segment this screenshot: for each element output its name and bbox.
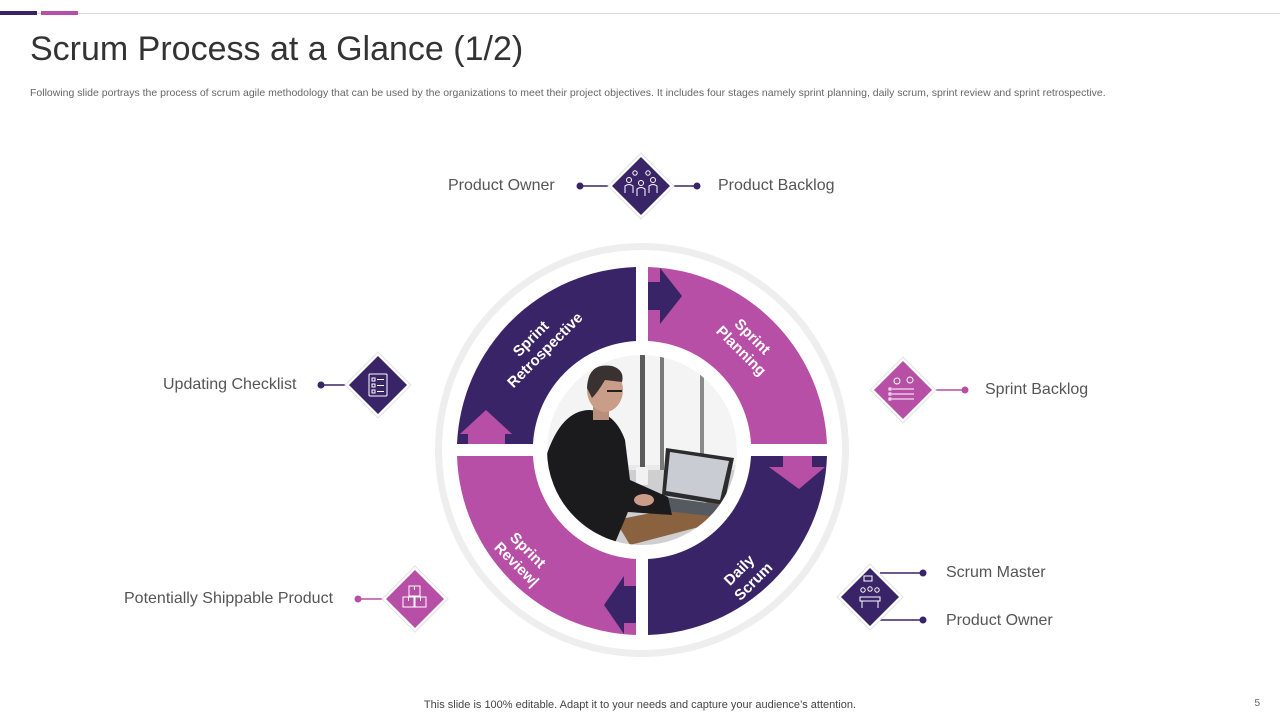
accent-bar-purple	[0, 11, 37, 15]
sprint-backlog-icon	[869, 356, 937, 424]
checklist-icon	[344, 351, 412, 419]
segment-daily-scrum	[648, 456, 827, 635]
arrow-to-daily-scrum	[769, 456, 825, 489]
footer-note: This slide is 100% editable. Adapt it to…	[423, 699, 857, 711]
meeting-icon	[836, 563, 904, 631]
boxes-icon	[381, 565, 449, 633]
arrow-to-planning	[648, 268, 682, 324]
callout-product-owner-top: Product Owner	[448, 177, 555, 194]
segment-sprint-review	[457, 456, 636, 635]
accent-bar-pink	[41, 11, 78, 15]
segment-sprint-planning	[648, 267, 827, 444]
callout-product-owner-bottom: Product Owner	[946, 612, 1053, 629]
team-ideas-icon	[607, 152, 675, 220]
arrow-to-retrospective	[460, 410, 512, 444]
page-number: 5	[1254, 698, 1260, 709]
page-subtitle: Following slide portrays the process of …	[30, 87, 1106, 99]
callout-product-backlog: Product Backlog	[718, 177, 835, 194]
segment-sprint-retrospective	[457, 267, 636, 444]
arrow-to-review	[604, 576, 636, 634]
callout-sprint-backlog: Sprint Backlog	[985, 381, 1089, 398]
callout-scrum-master: Scrum Master	[946, 564, 1046, 581]
callout-updating-checklist: Updating Checklist	[163, 376, 297, 393]
callout-potentially-shippable-product: Potentially Shippable Product	[124, 590, 334, 607]
center-photo	[546, 354, 738, 546]
header-rule	[0, 13, 1280, 14]
page-title: Scrum Process at a Glance (1/2)	[30, 30, 524, 68]
